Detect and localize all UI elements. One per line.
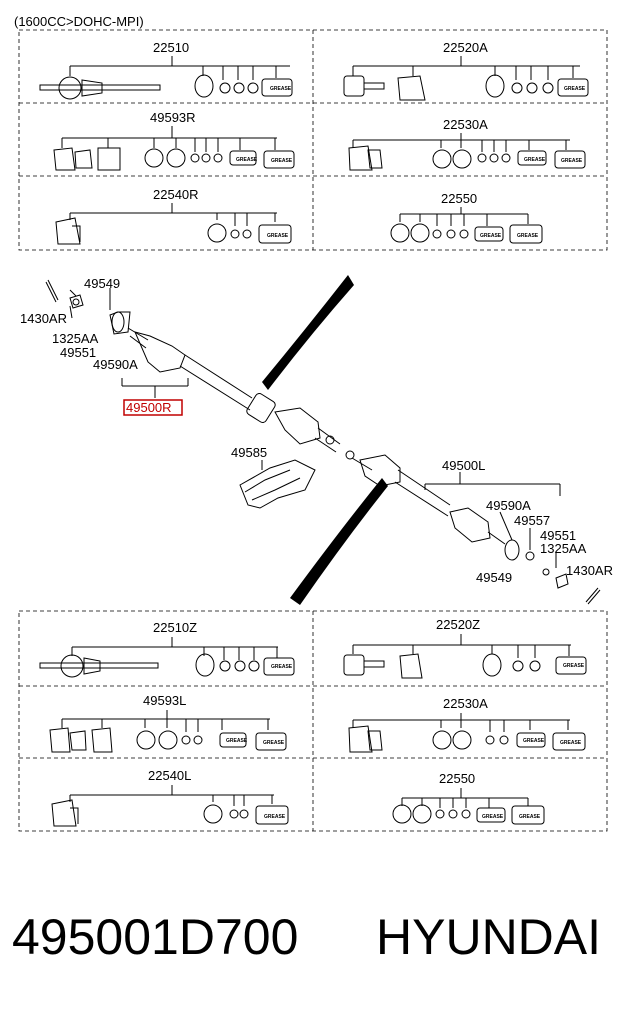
grease-text: GREASE [480,233,502,239]
damper-icon [246,393,276,423]
cell-22540l[interactable]: 22540L GREASE [51,768,289,827]
cell-22520a[interactable]: 22520A GREASE [343,40,589,101]
cell-label: 22540L [148,768,191,783]
assembly-diagram: 49549 1430AR 1325AA 49551 49590A 49500R … [20,275,613,605]
cell-label: 22530A [443,117,488,132]
callout-49500l: 49500L [442,458,485,473]
cell-22520z[interactable]: 22520Z GREASE [343,617,587,679]
grease-text: GREASE [563,663,585,669]
callout-49551-l: 49551 [540,528,576,543]
driveshaft-icon [394,469,451,517]
heat-shield-icon [239,459,316,509]
cell-label: 22550 [441,191,477,206]
top-parts-table [18,29,608,251]
boot-icon [55,217,81,245]
callout-49551-r: 49551 [60,345,96,360]
cell-label: 22520Z [436,617,480,632]
body-outline-curve [290,478,388,605]
cell-label: 22520A [443,40,488,55]
seal-ring-icon [504,539,520,561]
stub-shaft-icon [351,457,373,471]
grease-tube-icon [557,78,589,97]
callout-1325aa-l: 1325AA [540,541,587,556]
boot-icon [97,147,121,171]
brand-name: HYUNDAI [376,909,602,965]
callout-49549-r: 49549 [84,276,120,291]
callout-49500r-highlighted[interactable]: 49500R [126,400,172,415]
cell-label: 49593R [150,110,196,125]
cell-49593r[interactable]: 49593R GREASE GREASE [53,110,295,171]
part-number: 495001D700 [12,909,299,965]
grease-text: GREASE [524,157,546,163]
cv-housing-icon [343,75,365,97]
grease-text: GREASE [564,86,586,92]
cell-label: 22510Z [153,620,197,635]
grease-text: GREASE [263,740,285,746]
washer-icon [525,551,535,561]
cv-joint-icon [58,76,82,100]
cell-label: 22530A [443,696,488,711]
boot-icon [53,147,76,171]
grease-text: GREASE [523,738,545,744]
cell-22550-bottom[interactable]: 22550 GREASE GREASE [392,771,545,825]
cell-22550[interactable]: 22550 GREASE GREASE [390,191,543,244]
grease-text: GREASE [517,233,539,239]
grease-tube-icon [261,78,293,97]
callout-49590a-r: 49590A [93,357,138,372]
nut-icon [555,573,569,589]
grease-text: GREASE [271,158,293,164]
engine-spec-label: (1600CC>DOHC-MPI) [14,14,144,29]
driveshaft-icon [39,84,161,91]
driveshaft-icon [39,662,159,669]
cv-boot-icon [134,331,186,373]
cv-boot-icon [449,507,491,543]
grease-text: GREASE [482,814,504,820]
cell-22510z[interactable]: 22510Z GREASE [39,620,295,678]
cv-boot-icon [359,454,401,487]
cell-49593l[interactable]: 49593L GREASE GREASE [49,693,287,753]
cell-22530a[interactable]: 22530A GREASE GREASE [348,117,586,171]
boot-icon [397,75,426,101]
cell-22510[interactable]: 22510 GREASE [39,40,293,100]
nut-icon [69,294,84,309]
split-pin-icon [585,587,601,605]
grease-text: GREASE [519,814,541,820]
grease-text: GREASE [267,233,289,239]
cell-22530a-bottom[interactable]: 22530A GREASE GREASE [348,696,586,753]
cell-label: 49593L [143,693,186,708]
grease-text: GREASE [560,740,582,746]
highlight-box [123,399,183,416]
seal-ring-icon [111,311,125,333]
callout-49590a-l: 49590A [486,498,531,513]
boot-icon [348,145,373,171]
cv-boot-icon [274,407,321,445]
callout-1430ar-l: 1430AR [566,563,613,578]
grease-text: GREASE [271,664,293,670]
cell-label: 22510 [153,40,189,55]
callout-49549-l: 49549 [476,570,512,585]
cell-label: 22550 [439,771,475,786]
driveshaft-icon [179,354,253,411]
callout-49557: 49557 [514,513,550,528]
grease-text: GREASE [270,86,292,92]
bottom-parts-table [18,610,608,832]
grease-text: GREASE [561,158,583,164]
grease-text: GREASE [226,738,248,744]
cell-22540r[interactable]: 22540R GREASE [55,187,292,245]
cell-label: 22540R [153,187,199,202]
callout-49585: 49585 [231,445,267,460]
grease-text: GREASE [264,814,286,820]
callout-1430ar-r: 1430AR [20,311,67,326]
cv-joint-icon [60,654,84,678]
split-pin-icon [45,279,59,303]
boot-ring-icon [194,74,214,98]
body-outline-curve [262,275,354,390]
callout-1325aa-r: 1325AA [52,331,99,346]
grease-text: GREASE [236,157,258,163]
